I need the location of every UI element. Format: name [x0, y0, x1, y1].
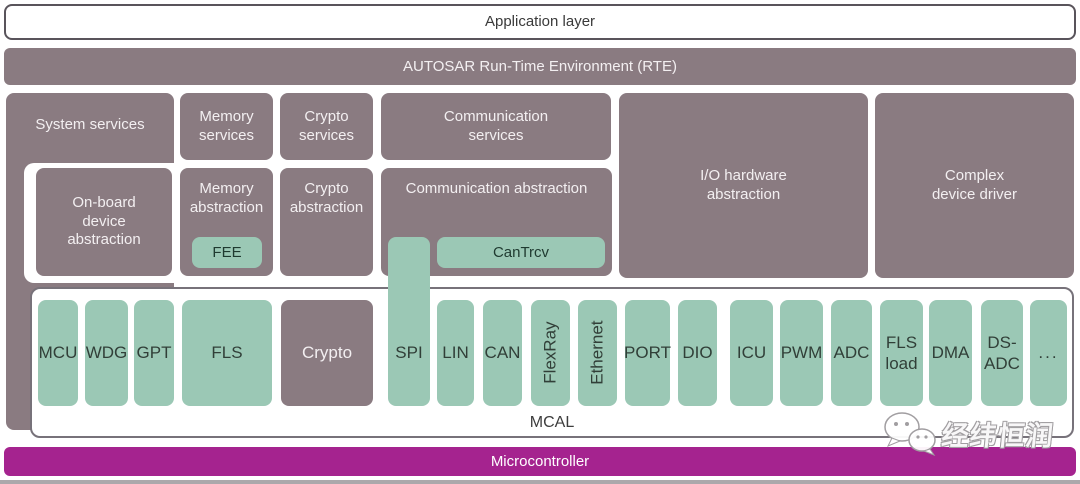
- memory-services-box: Memory services: [180, 93, 273, 160]
- rte-bar: AUTOSAR Run-Time Environment (RTE): [4, 48, 1076, 85]
- crypto-abstraction-box: Crypto abstraction: [280, 168, 373, 276]
- mcal-module-port: PORT: [624, 300, 671, 406]
- onboard-device-abstraction-box: On-board device abstraction: [36, 168, 172, 276]
- mcal-module-crypto: Crypto: [281, 300, 373, 406]
- crypto-services-box: Crypto services: [280, 93, 373, 160]
- communication-services-box: Communication services: [381, 93, 611, 160]
- rte-label: AUTOSAR Run-Time Environment (RTE): [403, 58, 677, 75]
- communication-services-label: Communication services: [443, 107, 549, 144]
- bottom-divider: [0, 480, 1080, 484]
- complex-device-driver-box: Complex device driver: [875, 93, 1074, 278]
- mcal-module-dma: DMA: [929, 300, 972, 406]
- mcal-module-flexray: FlexRay: [531, 300, 570, 406]
- mcal-module-wdg: WDG: [85, 300, 128, 406]
- application-layer-box: Application layer: [4, 4, 1076, 40]
- crypto-services-label: Crypto services: [298, 107, 354, 144]
- crypto-abstraction-label: Crypto abstraction: [289, 180, 364, 216]
- mcal-label: MCAL: [529, 414, 575, 431]
- mcal-module-mcu: MCU: [38, 300, 78, 406]
- microcontroller-bar: Microcontroller: [4, 447, 1076, 476]
- io-hardware-abstraction-box: I/O hardware abstraction: [619, 93, 868, 278]
- mcal-module-ds-adc: DS-ADC: [981, 300, 1023, 406]
- mcal-module-fls-load: FLS load: [880, 300, 923, 406]
- mcal-module-spi: SPI: [388, 237, 430, 406]
- onboard-device-abstraction-label: On-board device abstraction: [67, 193, 141, 249]
- mcal-module-ethernet: Ethernet: [578, 300, 617, 406]
- mcal-module-icu: ICU: [730, 300, 773, 406]
- system-services-label: System services: [35, 116, 145, 133]
- memory-abstraction-label: Memory abstraction: [189, 180, 264, 216]
- fee-module: FEE: [192, 237, 262, 268]
- fee-label: FEE: [212, 244, 242, 261]
- cantrcv-module: CanTrcv: [437, 237, 605, 268]
- cantrcv-label: CanTrcv: [492, 244, 550, 261]
- memory-services-label: Memory services: [198, 107, 254, 144]
- mcal-module-lin: LIN: [437, 300, 474, 406]
- application-layer-label: Application layer: [484, 12, 596, 30]
- io-hardware-abstraction-label: I/O hardware abstraction: [700, 166, 787, 203]
- mcal-module-fls: FLS: [182, 300, 272, 406]
- mcal-module-adc: ADC: [831, 300, 872, 406]
- mcal-module-can: CAN: [483, 300, 522, 406]
- mcal-module-ellipsis: ...: [1030, 300, 1067, 406]
- mcal-module-pwm: PWM: [780, 300, 823, 406]
- complex-device-driver-label: Complex device driver: [931, 166, 1018, 203]
- mcal-module-gpt: GPT: [134, 300, 174, 406]
- communication-abstraction-label: Communication abstraction: [405, 180, 588, 197]
- microcontroller-label: Microcontroller: [490, 453, 590, 470]
- mcal-module-dio: DIO: [678, 300, 717, 406]
